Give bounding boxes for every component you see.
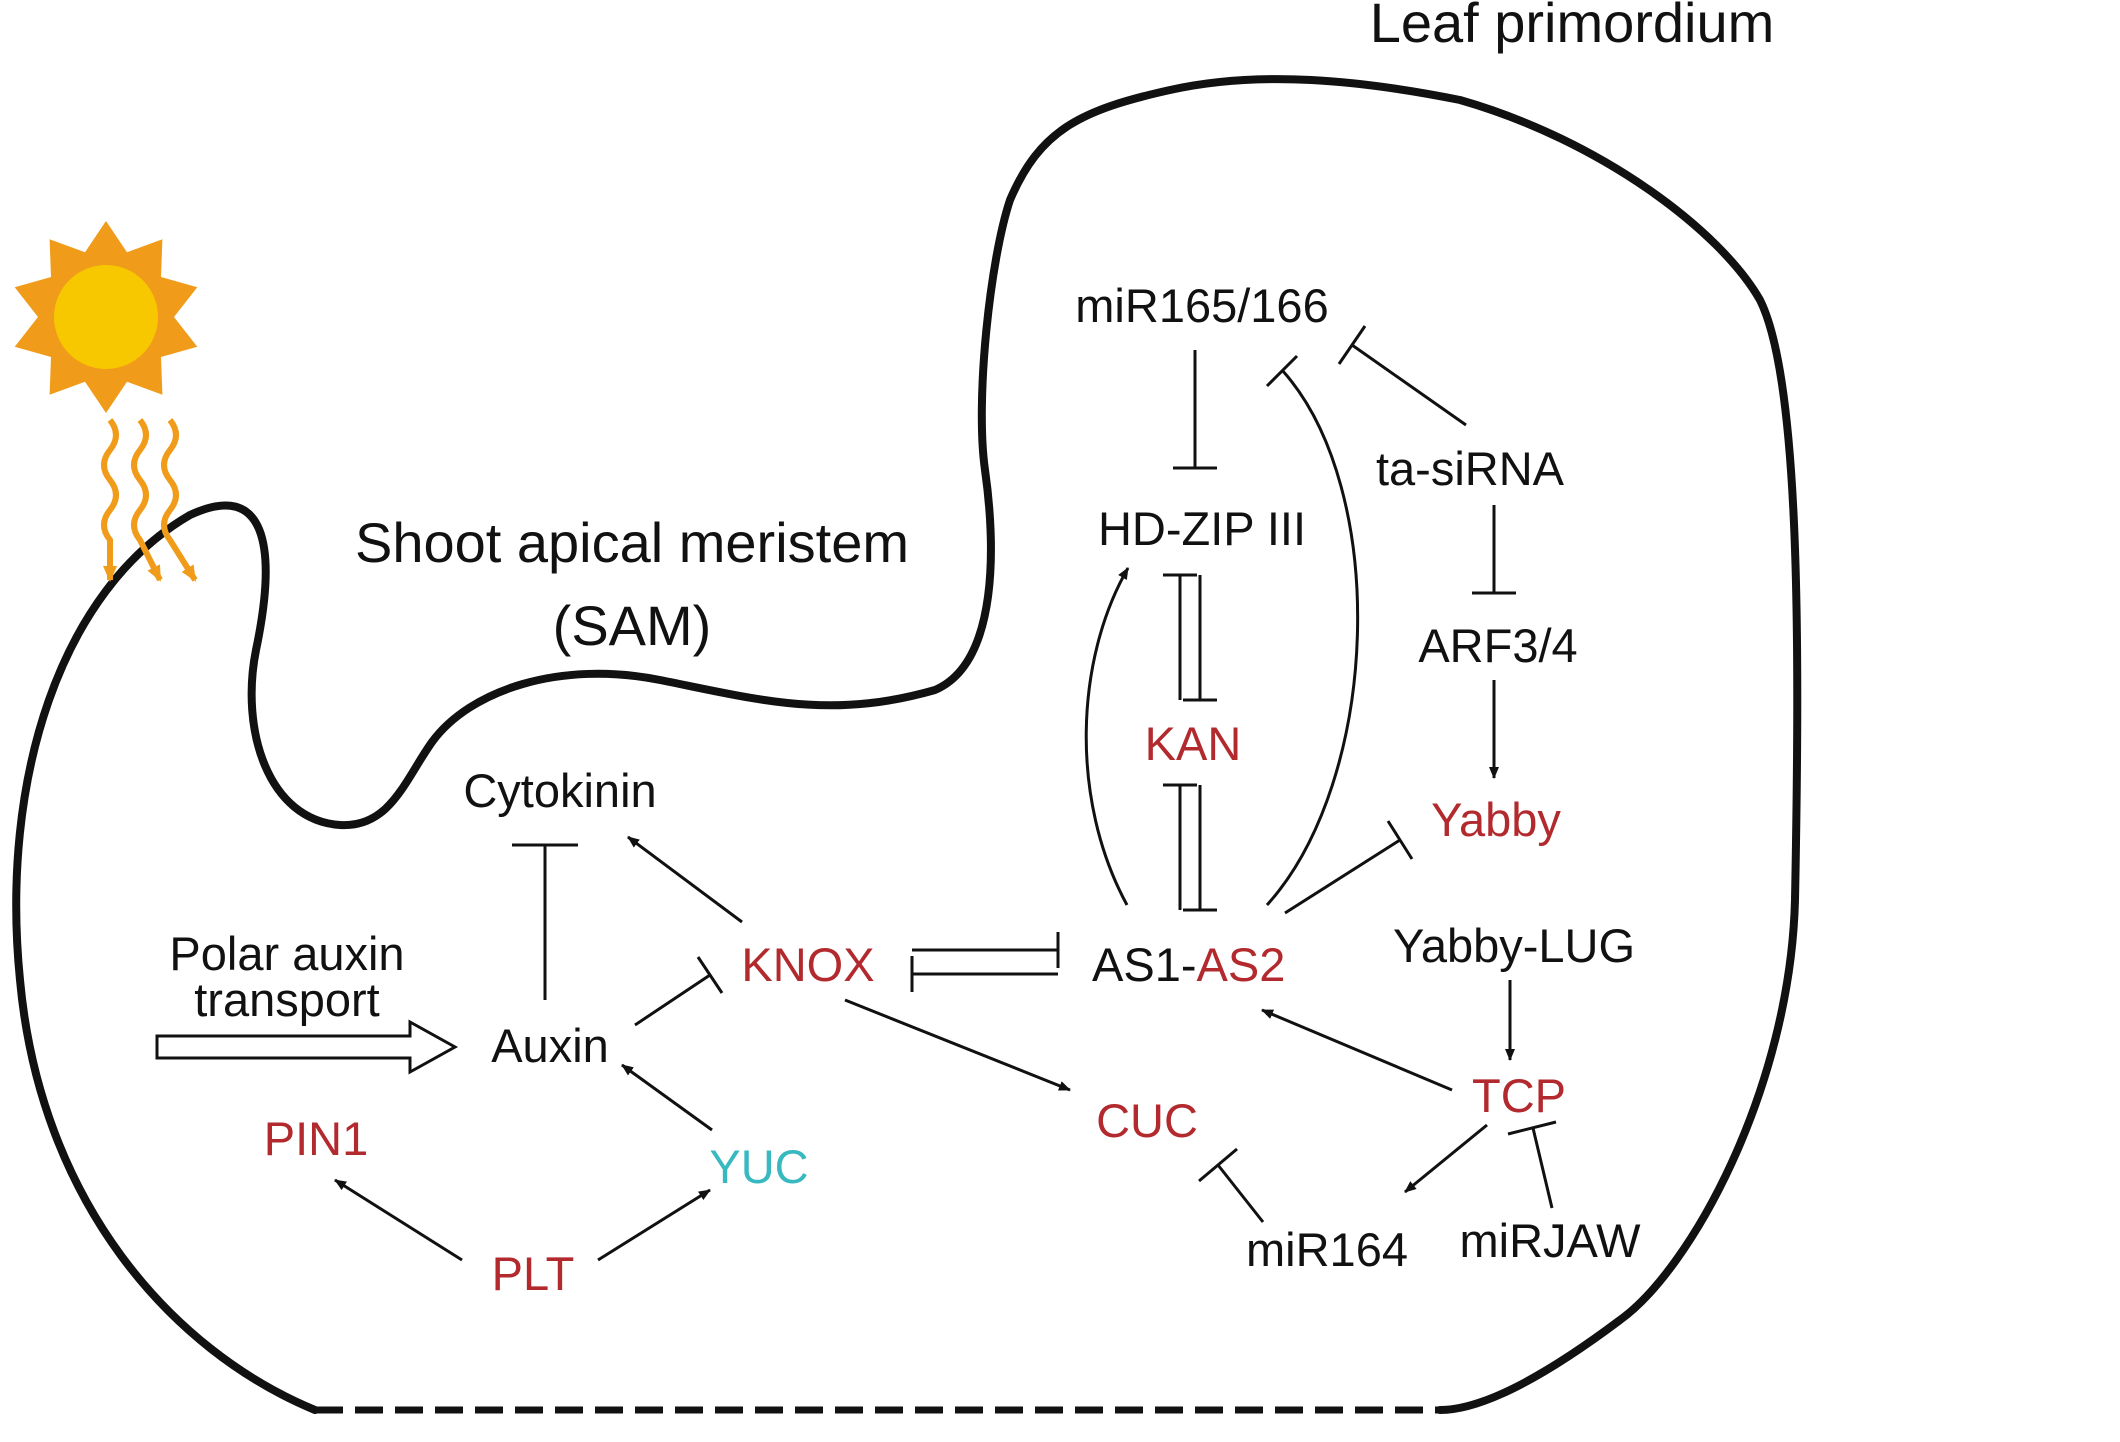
as1-as2-label: AS1-AS2 — [1092, 938, 1285, 991]
edge-mirjaw-inhibits-tcp — [1507, 1120, 1557, 1209]
yuc-label: YUC — [709, 1140, 808, 1193]
yabby-lug-label: Yabby-LUG — [1393, 919, 1635, 972]
tcp-label: TCP — [1472, 1069, 1566, 1122]
edge-tcp-activates-as2 — [1261, 1008, 1453, 1092]
edge-knox-as1-mutual-inhibit — [910, 932, 1060, 992]
hd-zip-iii-label: HD-ZIP III — [1098, 502, 1306, 555]
polar-auxin-transport-arrow — [155, 1019, 459, 1075]
yabby-label: Yabby — [1431, 793, 1561, 846]
wavy-light-rays-icon — [101, 418, 198, 582]
auxin-label: Auxin — [491, 1019, 609, 1072]
mir164-label: miR164 — [1246, 1223, 1408, 1276]
leaf-primordium-title: Leaf primordium — [1370, 0, 1775, 54]
edge-hdzip-kan-mutual-inhibit — [1163, 573, 1217, 702]
edge-yuc-activates-auxin — [621, 1063, 713, 1132]
edge-knox-activates-cytokinin — [627, 835, 743, 924]
cytokinin-label: Cytokinin — [463, 764, 656, 817]
pin1-label: PIN1 — [264, 1112, 369, 1165]
tissue-outline — [12, 75, 1802, 1414]
sam-subtitle: (SAM) — [553, 594, 712, 657]
edge-tasirna-inhibits-mir165 — [1337, 325, 1467, 427]
plt-label: PLT — [492, 1247, 575, 1300]
ta-sirna-label: ta-siRNA — [1376, 442, 1565, 495]
edge-mir165-inhibits-hdzip — [1173, 350, 1217, 470]
sun-icon — [14, 221, 198, 413]
edge-plt-activates-pin1 — [334, 1178, 463, 1262]
edge-mir164-inhibits-cuc — [1198, 1147, 1265, 1223]
edge-tcp-activates-mir164 — [1404, 1123, 1488, 1194]
polar-auxin-label-line2: transport — [194, 973, 379, 1026]
cuc-label: CUC — [1096, 1094, 1198, 1147]
edge-knox-activates-cuc — [844, 998, 1071, 1092]
edge-as1-activates-hdzip — [1084, 567, 1130, 906]
knox-label: KNOX — [741, 938, 874, 991]
mirjaw-label: miRJAW — [1459, 1214, 1641, 1267]
polar-auxin-label-line1: Polar auxin — [169, 927, 404, 980]
edge-plt-activates-yuc — [597, 1188, 711, 1262]
edge-auxin-inhibits-cytokinin — [512, 843, 578, 1000]
as1-label: AS1- — [1092, 938, 1197, 991]
edge-auxin-inhibits-knox — [634, 956, 724, 1027]
arf3-4-label: ARF3/4 — [1418, 619, 1577, 672]
mir165-166-label: miR165/166 — [1075, 279, 1328, 332]
regulatory-edges — [334, 325, 1557, 1262]
edge-as2-inhibits-yabby — [1284, 820, 1414, 915]
edge-tasirna-inhibits-arf — [1472, 505, 1516, 595]
kan-label: KAN — [1145, 717, 1242, 770]
sam-title: Shoot apical meristem — [355, 511, 909, 574]
as2-label: AS2 — [1197, 938, 1286, 991]
edge-kan-as2-mutual-inhibit — [1163, 783, 1217, 912]
edge-as2-inhibits-mir165 — [1265, 354, 1360, 907]
